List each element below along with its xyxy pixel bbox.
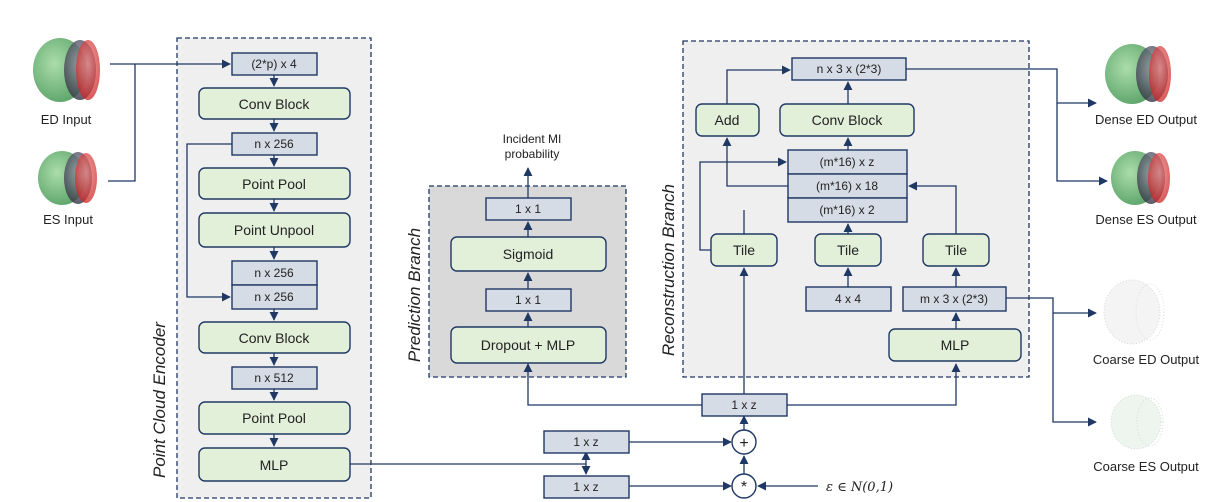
svg-text:(2*p) x 4: (2*p) x 4 — [251, 57, 297, 71]
svg-text:n x 256: n x 256 — [254, 137, 294, 151]
svg-text:*: * — [741, 479, 747, 496]
svg-text:(m*16) x 18: (m*16) x 18 — [816, 179, 878, 193]
svg-text:1 x 1: 1 x 1 — [515, 293, 541, 307]
svg-text:Point Pool: Point Pool — [242, 410, 306, 426]
dense-es-output-heart-image — [1111, 151, 1170, 205]
svg-text:m x 3 x (2*3): m x 3 x (2*3) — [920, 292, 988, 306]
recon-concat-m18 — [787, 173, 908, 199]
svg-text:1 x z: 1 x z — [731, 398, 756, 412]
dense-ed-output-label: Dense ED Output — [1095, 112, 1197, 127]
ed-input-label: ED Input — [41, 112, 92, 127]
svg-text:1 x 1: 1 x 1 — [515, 202, 541, 216]
incident-mi-probability-label-2: probability — [505, 147, 560, 161]
coarse-es-output-label: Coarse ES Output — [1093, 459, 1199, 474]
svg-text:Dropout + MLP: Dropout + MLP — [481, 337, 576, 353]
recon-concat-m2 — [787, 197, 908, 223]
svg-text:4 x 4: 4 x 4 — [835, 292, 861, 306]
svg-text:Conv Block: Conv Block — [239, 96, 311, 112]
svg-text:Point Pool: Point Pool — [242, 176, 306, 192]
incident-mi-probability-label-1: Incident MI — [503, 132, 562, 146]
svg-text:(m*16) x z: (m*16) x z — [820, 155, 875, 169]
reconstruction-title: Reconstruction Branch — [659, 184, 678, 356]
svg-text:+: + — [739, 435, 748, 452]
dense-es-output-label: Dense ES Output — [1095, 212, 1197, 227]
coarse-es-output-heart-image — [1110, 394, 1164, 450]
svg-text:Sigmoid: Sigmoid — [503, 246, 554, 262]
svg-text:Point Unpool: Point Unpool — [234, 222, 314, 238]
svg-text:Tile: Tile — [945, 242, 967, 258]
epsilon-noise-label: ε ∈ N(0,1) — [826, 480, 893, 495]
recon-conv-block — [779, 103, 915, 137]
svg-text:Add: Add — [715, 112, 740, 128]
es-input-heart-image — [38, 151, 97, 205]
svg-text:Conv Block: Conv Block — [239, 330, 311, 346]
svg-text:n x 512: n x 512 — [254, 371, 294, 385]
svg-text:n x 3 x (2*3): n x 3 x (2*3) — [817, 62, 882, 76]
recon-mlp — [888, 328, 1022, 362]
prediction-title: Prediction Branch — [405, 228, 424, 362]
svg-text:n x 256: n x 256 — [254, 266, 294, 280]
coarse-ed-output-label: Coarse ED Output — [1093, 352, 1200, 367]
dense-ed-output-heart-image — [1105, 44, 1171, 104]
svg-text:Tile: Tile — [733, 242, 755, 258]
recon-coarse-shape — [902, 286, 1007, 312]
coarse-ed-output-heart-image — [1103, 279, 1165, 345]
svg-text:Tile: Tile — [837, 242, 859, 258]
svg-text:n x 256: n x 256 — [254, 290, 294, 304]
svg-text:MLP: MLP — [260, 457, 289, 473]
es-input-label: ES Input — [43, 212, 93, 227]
svg-text:1 x z: 1 x z — [573, 435, 598, 449]
svg-text:1 x z: 1 x z — [573, 480, 598, 494]
svg-text:MLP: MLP — [941, 337, 970, 353]
svg-text:(m*16) x 2: (m*16) x 2 — [819, 203, 875, 217]
latent-sigma-shape — [543, 475, 630, 499]
svg-text:Conv Block: Conv Block — [812, 112, 884, 128]
encoder-title: Point Cloud Encoder — [150, 321, 169, 478]
ed-input-heart-image — [33, 38, 100, 102]
